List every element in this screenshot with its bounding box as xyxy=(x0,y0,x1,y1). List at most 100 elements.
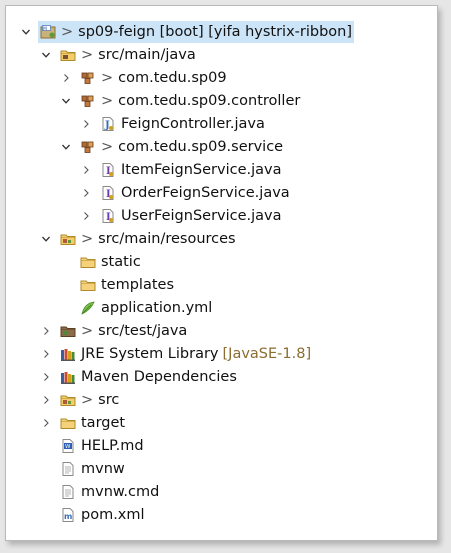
tree-item-decoration: [JavaSE-1.8] xyxy=(222,346,312,362)
folder-icon xyxy=(60,415,76,431)
package-icon xyxy=(80,93,96,109)
tree-item[interactable]: >src xyxy=(40,389,121,411)
tree-item[interactable]: W HELP.md xyxy=(40,435,146,457)
tree-item[interactable]: templates xyxy=(60,274,176,296)
tree-item[interactable]: >com.tedu.sp09 xyxy=(60,67,229,89)
project-icon: M xyxy=(40,24,56,40)
tree-item[interactable]: Maven Dependencies xyxy=(40,366,239,388)
java-class-icon: J xyxy=(100,116,116,132)
chevron-right-icon[interactable] xyxy=(60,67,72,89)
chevron-down-icon[interactable] xyxy=(40,44,52,66)
chevron-right-icon[interactable] xyxy=(80,205,92,227)
chevron-down-icon[interactable] xyxy=(40,228,52,250)
tree-item-content[interactable]: >com.tedu.sp09.service xyxy=(78,136,285,158)
tree-item-label: HELP.md xyxy=(81,438,144,454)
tree-item[interactable]: >src/main/java xyxy=(40,44,198,66)
tree-item-label: src xyxy=(98,392,120,408)
svg-text:I: I xyxy=(106,212,111,223)
toggle-spacer xyxy=(40,458,52,480)
tree-item-label: sp09-feign [boot] [yifa hystrix-ribbon] xyxy=(78,24,353,40)
tree-item-label: templates xyxy=(101,277,175,293)
tree-item-content[interactable]: M >sp09-feign [boot] [yifa hystrix-ribbon… xyxy=(38,21,355,43)
tree-item-git-prefix: > xyxy=(81,392,94,408)
chevron-down-icon[interactable] xyxy=(60,136,72,158)
tree-item-content[interactable]: >com.tedu.sp09 xyxy=(78,67,229,89)
tree-item-label: application.yml xyxy=(101,300,213,316)
chevron-right-icon[interactable] xyxy=(40,412,52,434)
tree-item-content[interactable]: I ItemFeignService.java xyxy=(98,159,283,181)
chevron-right-icon[interactable] xyxy=(40,320,52,342)
tree-item-label: JRE System Library xyxy=(81,346,219,362)
source-folder-icon xyxy=(60,47,76,63)
toggle-spacer xyxy=(60,274,72,296)
tree-item-label: src/test/java xyxy=(98,323,188,339)
toggle-spacer xyxy=(60,297,72,319)
tree-item-label: mvnw xyxy=(81,461,125,477)
tree-item-label: ItemFeignService.java xyxy=(121,162,282,178)
tree-item[interactable]: JRE System Library[JavaSE-1.8] xyxy=(40,343,313,365)
chevron-down-icon[interactable] xyxy=(60,90,72,112)
tree-item[interactable]: M >sp09-feign [boot] [yifa hystrix-ribbon… xyxy=(20,21,355,43)
chevron-right-icon[interactable] xyxy=(80,113,92,135)
tree-item-label: mvnw.cmd xyxy=(81,484,160,500)
library-icon xyxy=(60,346,76,362)
tree-item[interactable]: >com.tedu.sp09.controller xyxy=(60,90,302,112)
chevron-right-icon[interactable] xyxy=(40,366,52,388)
yaml-file-icon xyxy=(80,300,96,316)
chevron-right-icon[interactable] xyxy=(80,182,92,204)
tree-item-content[interactable]: static xyxy=(78,251,143,273)
chevron-down-icon[interactable] xyxy=(20,21,32,43)
tree-item-git-prefix: > xyxy=(101,93,114,109)
svg-text:I: I xyxy=(106,189,111,200)
tree-item-content[interactable]: templates xyxy=(78,274,176,296)
tree-item-content[interactable]: >src/main/resources xyxy=(58,228,238,250)
toggle-spacer xyxy=(40,504,52,526)
tree-item-label: static xyxy=(101,254,141,270)
tree-item[interactable]: mvnw.cmd xyxy=(40,481,161,503)
tree-item-git-prefix: > xyxy=(81,231,94,247)
tree-item[interactable]: >com.tedu.sp09.service xyxy=(60,136,285,158)
java-interface-icon: I xyxy=(100,208,116,224)
package-icon xyxy=(80,139,96,155)
tree-item[interactable]: mvnw xyxy=(40,458,127,480)
tree-item-content[interactable]: application.yml xyxy=(78,297,214,319)
tree-item-content[interactable]: >com.tedu.sp09.controller xyxy=(78,90,302,112)
tree-item[interactable]: static xyxy=(60,251,143,273)
svg-text:m: m xyxy=(64,512,72,521)
package-icon xyxy=(80,70,96,86)
svg-text:I: I xyxy=(106,166,111,177)
tree-item[interactable]: target xyxy=(40,412,127,434)
test-folder-icon xyxy=(60,323,76,339)
tree-item-content[interactable]: W HELP.md xyxy=(58,435,146,457)
tree-item-content[interactable]: >src/main/java xyxy=(58,44,198,66)
tree-item-label: com.tedu.sp09.controller xyxy=(118,93,301,109)
tree-item-content[interactable]: >src xyxy=(58,389,121,411)
tree-item-content[interactable]: JRE System Library[JavaSE-1.8] xyxy=(58,343,313,365)
tree-item-content[interactable]: mvnw xyxy=(58,458,127,480)
tree-item[interactable]: I ItemFeignService.java xyxy=(80,159,283,181)
tree-item[interactable]: application.yml xyxy=(60,297,214,319)
tree-item-content[interactable]: Maven Dependencies xyxy=(58,366,239,388)
chevron-right-icon[interactable] xyxy=(80,159,92,181)
tree-item-content[interactable]: target xyxy=(58,412,127,434)
java-interface-icon: I xyxy=(100,185,116,201)
tree-item[interactable]: >src/test/java xyxy=(40,320,189,342)
tree-item-git-prefix: > xyxy=(101,70,114,86)
tree-item-git-prefix: > xyxy=(61,24,74,40)
tree-item[interactable]: >src/main/resources xyxy=(40,228,238,250)
xml-file-icon: m xyxy=(60,507,76,523)
tree-item-label: Maven Dependencies xyxy=(81,369,237,385)
tree-item-content[interactable]: mvnw.cmd xyxy=(58,481,161,503)
chevron-right-icon[interactable] xyxy=(40,389,52,411)
chevron-right-icon[interactable] xyxy=(40,343,52,365)
tree-item-content[interactable]: >src/test/java xyxy=(58,320,189,342)
svg-text:W: W xyxy=(65,444,71,450)
